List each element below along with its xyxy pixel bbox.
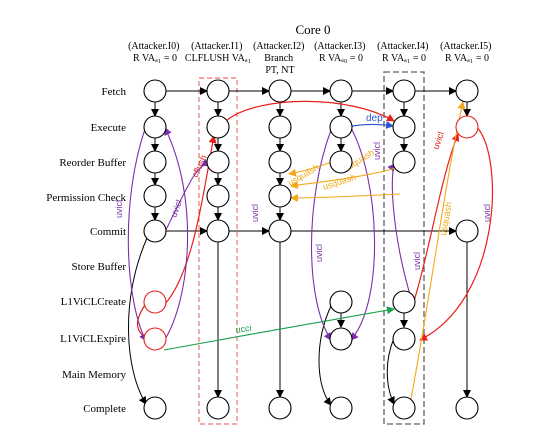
row-label-permission-check: Permission Check xyxy=(46,192,126,204)
orange-edges xyxy=(288,101,466,405)
edge-label-cflush: cflush xyxy=(190,153,209,179)
red-edges xyxy=(136,100,494,341)
node-I3-l1viclcreate xyxy=(329,290,353,314)
node-I1-execute xyxy=(206,115,230,139)
header-I1: (Attacker.I1) CLFLUSH VAₐ₁ xyxy=(185,41,251,64)
row-label-l1viclexpire: L1ViCLExpire xyxy=(60,333,126,345)
row-label-reorder-buffer: Reorder Buffer xyxy=(59,157,126,169)
edge-label-uvicl-6: uvicl xyxy=(412,252,422,270)
node-I5-commit xyxy=(455,219,479,243)
node-I1-rob xyxy=(206,150,230,174)
header-I0: (Attacker.I0) R VAₐ₁ = 0 xyxy=(128,41,182,64)
node-I3-fetch xyxy=(329,79,353,103)
row-label-complete: Complete xyxy=(83,403,126,415)
header-I5: (Attacker.I5) R VAₐ₁ = 0 xyxy=(440,41,494,64)
node-I3-rob xyxy=(329,150,353,174)
node-I2-commit xyxy=(268,219,292,243)
node-I0-rob xyxy=(143,150,167,174)
node-I0-l1viclcreate xyxy=(143,290,167,314)
row-label-main-memory: Main Memory xyxy=(62,369,126,381)
node-I5-complete xyxy=(455,396,479,420)
edge-label-uvicl-1: uvicl xyxy=(114,200,124,218)
nodes xyxy=(143,79,479,420)
node-I3-execute xyxy=(329,115,353,139)
node-I1-fetch xyxy=(206,79,230,103)
column-headers: (Attacker.I0) R VAₐ₁ = 0 (Attacker.I1) C… xyxy=(128,41,494,76)
diagram-title: Core 0 xyxy=(295,22,330,37)
node-I0-complete xyxy=(143,396,167,420)
header-I3: (Attacker.I3) R VAₐ₀ = 0 xyxy=(314,41,368,64)
node-I0-permcheck xyxy=(143,184,167,208)
node-I3-l1viclexpire xyxy=(329,327,353,351)
edge-label-usquash-2: usquash xyxy=(322,172,357,192)
row-label-store-buffer: Store Buffer xyxy=(72,261,127,273)
node-I2-execute xyxy=(268,115,292,139)
row-label-commit: Commit xyxy=(90,226,126,238)
dep-edge xyxy=(351,120,394,129)
node-I2-rob xyxy=(268,150,292,174)
node-I2-fetch xyxy=(268,79,292,103)
edge-label-ucci: ucci xyxy=(235,323,252,335)
header-I4: (Attacker.I4) R VAₐ₁ = 0 xyxy=(377,41,431,64)
row-label-execute: Execute xyxy=(91,122,127,134)
node-I4-complete xyxy=(392,396,416,420)
node-I1-commit xyxy=(206,219,230,243)
node-I4-execute xyxy=(392,115,416,139)
node-I4-rob xyxy=(392,150,416,174)
row-labels: Fetch Execute Reorder Buffer Permission … xyxy=(46,86,126,415)
edge-label-uvicl-4: uvicl xyxy=(314,244,324,262)
edge-label-dep: dep xyxy=(366,113,383,124)
node-I1-permcheck xyxy=(206,184,230,208)
node-I2-permcheck xyxy=(268,184,292,208)
node-I0-l1viclexpire xyxy=(143,327,167,351)
edge-label-uvicl-8: uvicl xyxy=(430,130,446,150)
row-label-l1viclcreate: L1ViCLCreate xyxy=(61,296,126,308)
node-I4-fetch xyxy=(392,79,416,103)
node-I5-execute xyxy=(455,115,479,139)
node-I0-fetch xyxy=(143,79,167,103)
node-I0-execute xyxy=(143,115,167,139)
row-label-fetch: Fetch xyxy=(102,86,127,98)
node-I4-l1viclcreate xyxy=(392,290,416,314)
edge-label-uvicl-7: uvicl xyxy=(482,204,492,222)
edge-label-uvicl-3: uvicl xyxy=(250,204,260,222)
highlight-box-I1 xyxy=(198,77,238,425)
node-I0-commit xyxy=(143,219,167,243)
node-I5-fetch xyxy=(455,79,479,103)
node-I1-complete xyxy=(206,396,230,420)
node-I2-complete xyxy=(268,396,292,420)
black-edges xyxy=(128,87,471,406)
header-I2: (Attacker.I2) Branch PT, NT xyxy=(253,41,307,76)
highlight-box-I4 xyxy=(383,71,425,425)
node-I4-l1viclexpire xyxy=(392,327,416,351)
ucci-edge xyxy=(163,306,395,351)
edge-label-uvicl-5: uvicl xyxy=(372,142,382,160)
edge-label-uvicl-2: uvicl xyxy=(168,198,184,218)
node-I3-complete xyxy=(329,396,353,420)
